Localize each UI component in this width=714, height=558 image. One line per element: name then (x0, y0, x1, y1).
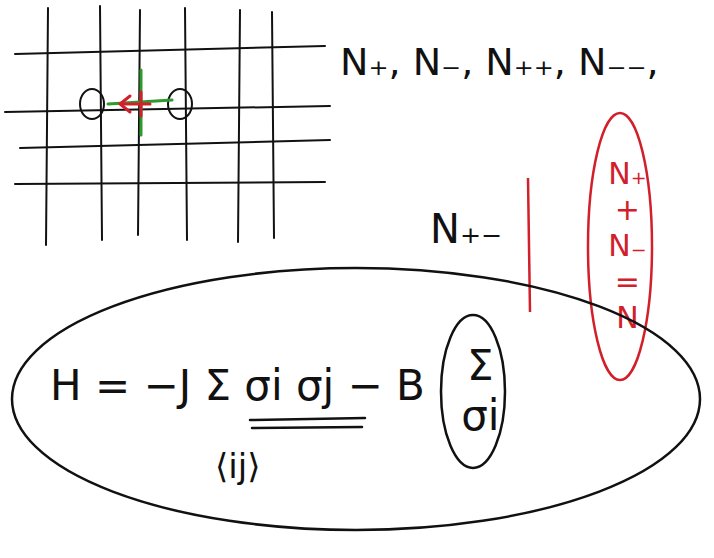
outline-ellipse (12, 268, 700, 530)
spin-arrow (120, 92, 150, 116)
formula-text: Σ σi (454, 341, 507, 442)
neighbour-bonds (108, 70, 172, 135)
field-term-circle: Σ σi (439, 313, 507, 470)
neighbour-sites (80, 89, 192, 119)
double-underline (250, 418, 365, 428)
formula-text: H = −J Σ σi σj − B (50, 361, 425, 411)
constraint-ellipse: N₊ + N₋ = N (586, 111, 654, 382)
sum-index: ⟨ij⟩ (215, 446, 260, 487)
square-lattice (5, 6, 330, 245)
pair-count-symbol: N₊₋ (430, 205, 502, 253)
hamiltonian-ellipse: H = −J Σ σi σj − B ⟨ij⟩ Σ σi (10, 266, 702, 532)
count-symbols: N₊, N₋, N₊₊, N₋₋, (340, 40, 659, 86)
divider-line (528, 178, 530, 312)
